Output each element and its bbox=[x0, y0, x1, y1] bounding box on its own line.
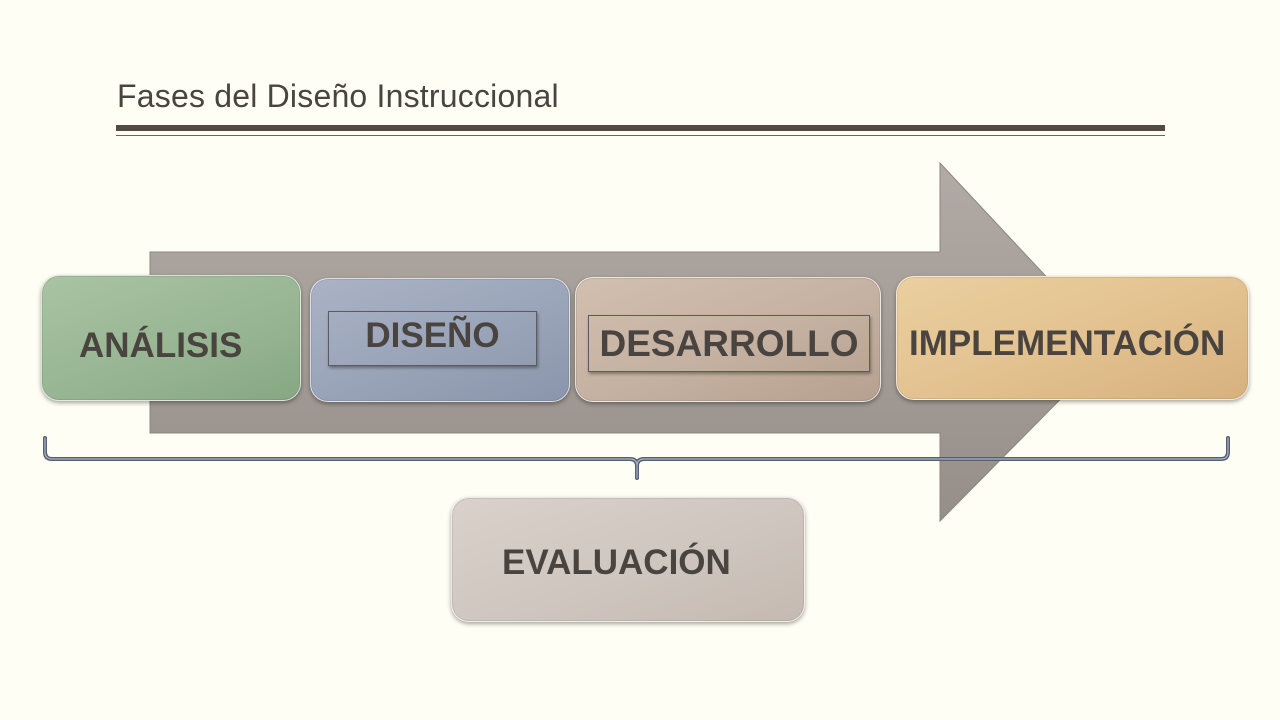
phase-desarrollo-label: DESARROLLO bbox=[599, 322, 859, 364]
title-underline-thin bbox=[116, 135, 1165, 136]
phase-desarrollo-label-box: DESARROLLO bbox=[588, 315, 870, 372]
phase-evaluacion-label: EVALUACIÓN bbox=[502, 543, 731, 582]
phase-analisis: ANÁLISIS bbox=[41, 275, 301, 401]
phase-diseno: DISEÑO bbox=[310, 278, 570, 402]
phase-diseno-label-box: DISEÑO bbox=[328, 311, 537, 366]
phase-desarrollo: DESARROLLO bbox=[575, 277, 881, 402]
phase-evaluacion: EVALUACIÓN bbox=[451, 497, 805, 622]
title-underline-thick bbox=[116, 125, 1165, 131]
phase-implementacion: IMPLEMENTACIÓN bbox=[896, 276, 1249, 400]
phase-implementacion-label: IMPLEMENTACIÓN bbox=[909, 324, 1226, 363]
phase-diseno-label: DISEÑO bbox=[365, 315, 500, 355]
slide-title: Fases del Diseño Instruccional bbox=[117, 78, 559, 114]
phase-analisis-label: ANÁLISIS bbox=[79, 326, 243, 365]
